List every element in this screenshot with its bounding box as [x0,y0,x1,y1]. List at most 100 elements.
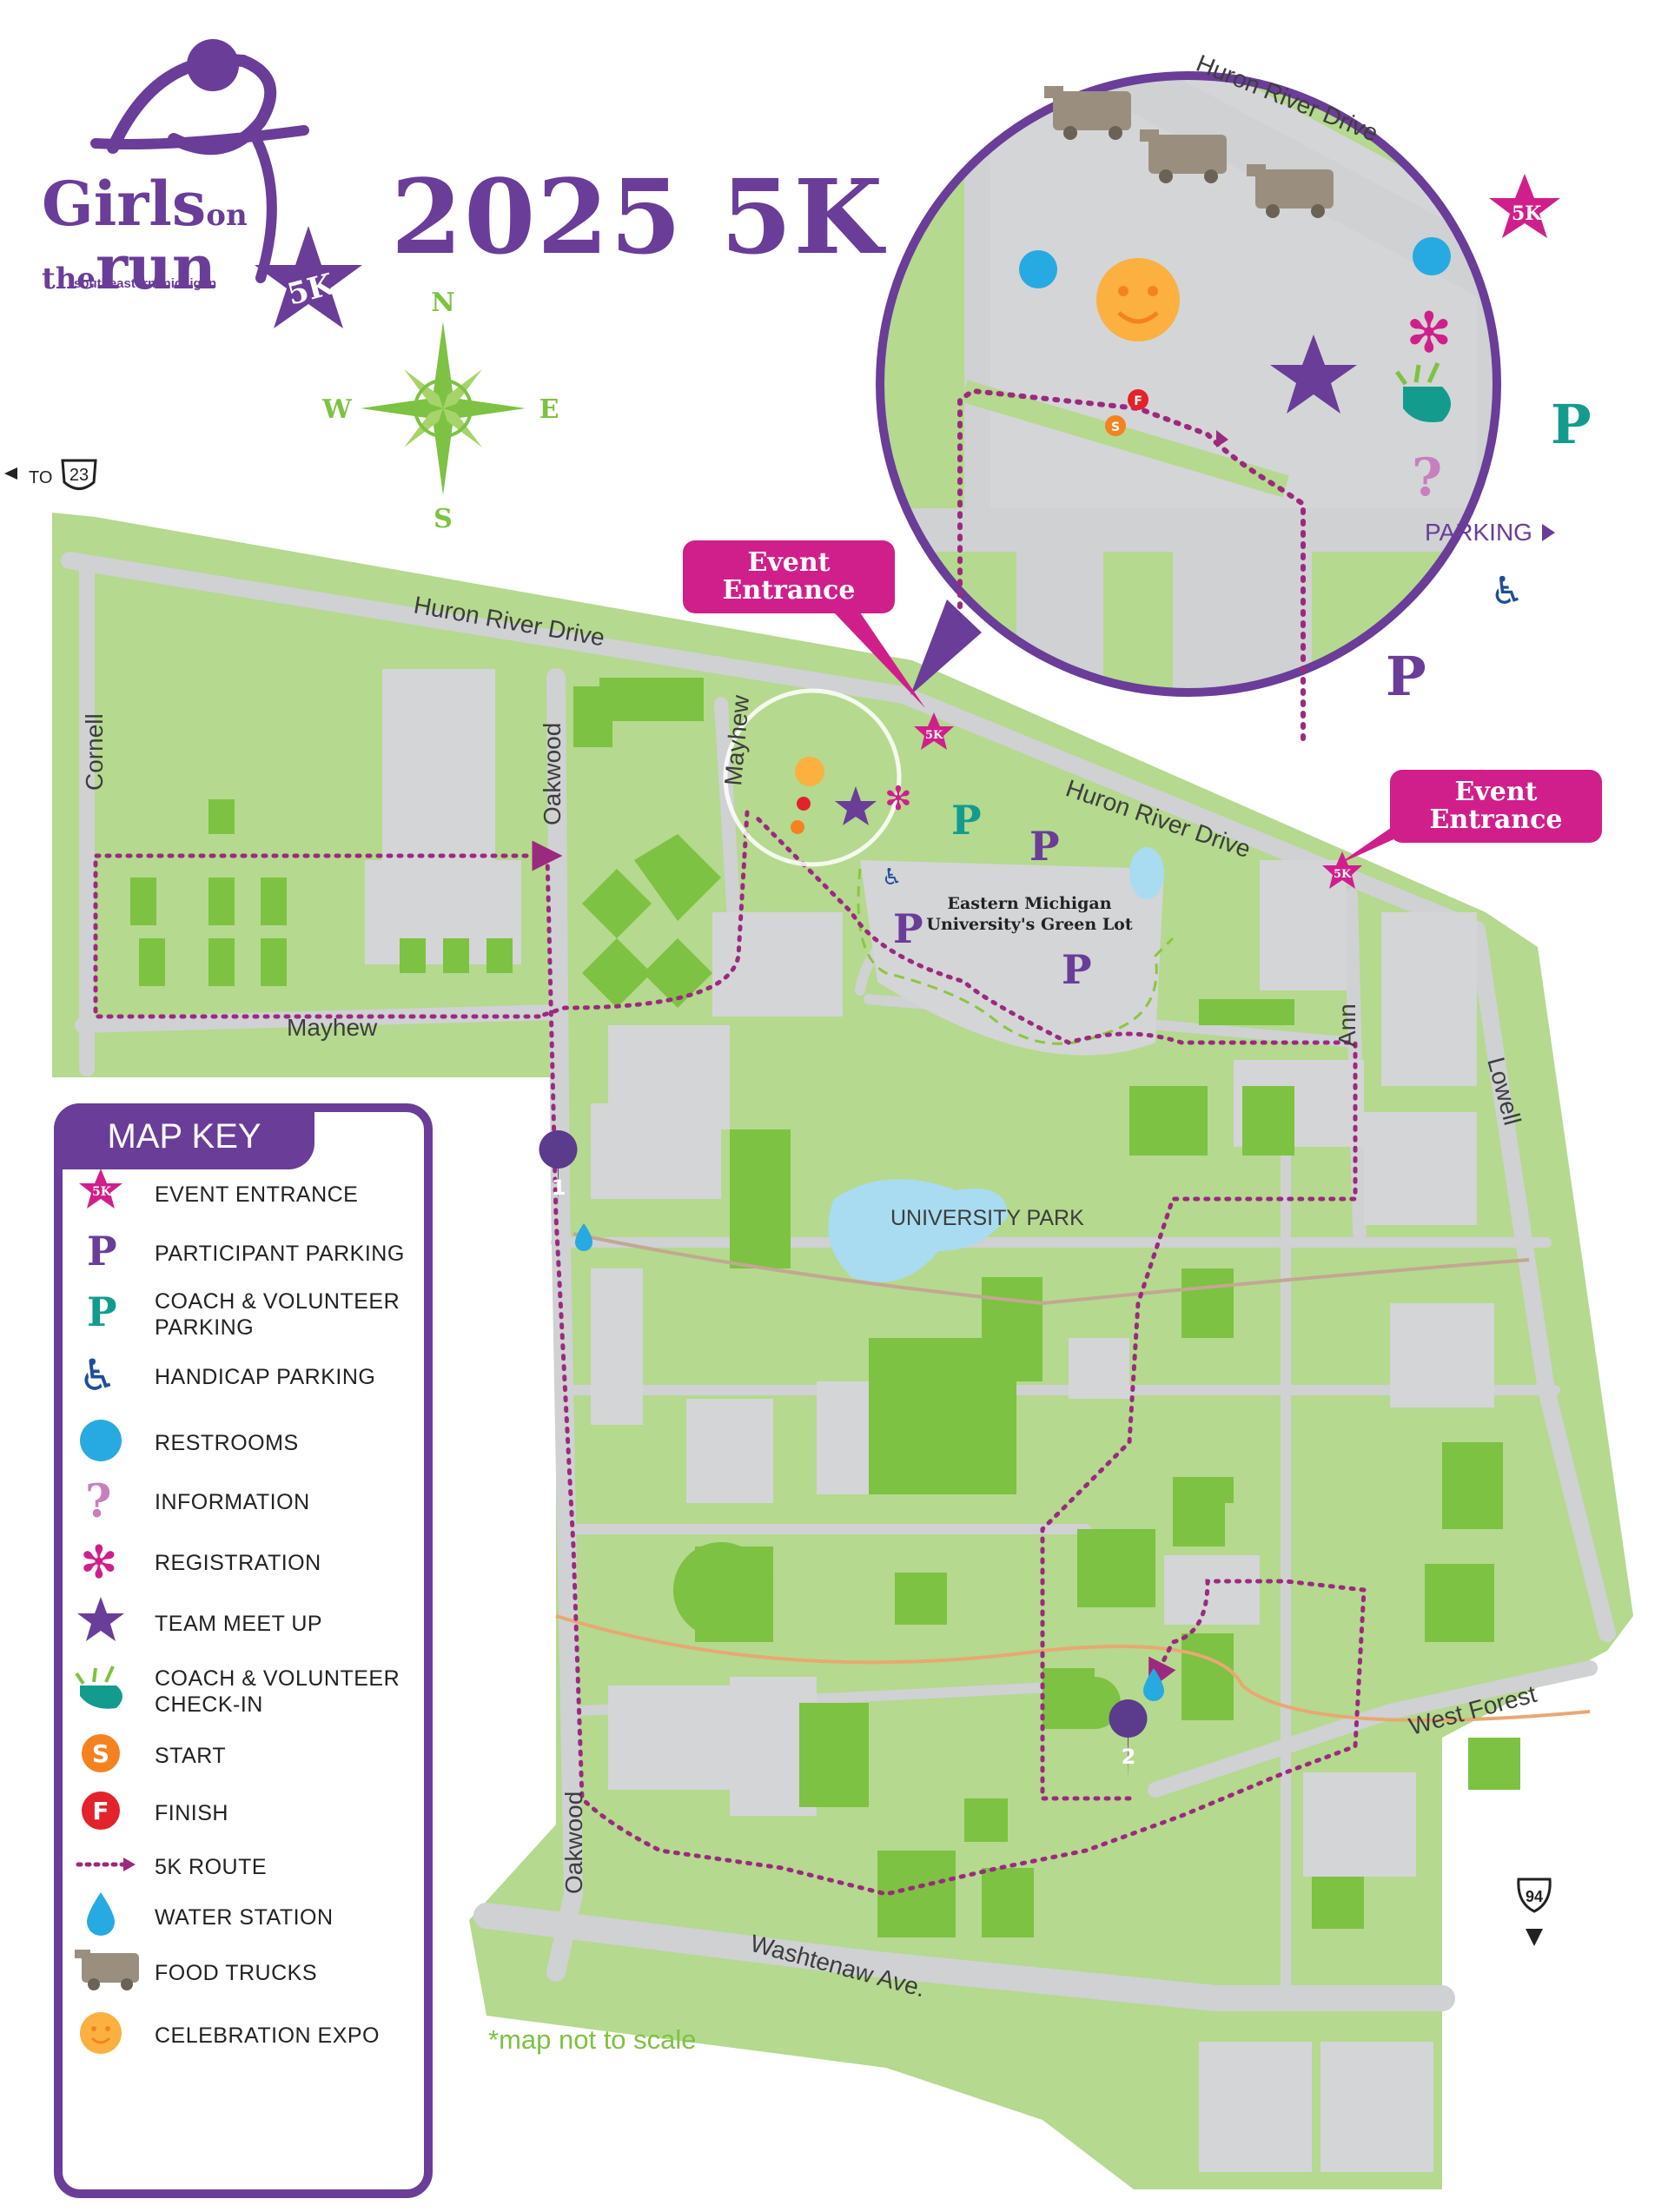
inset-highlight-ring [723,688,902,867]
svg-text:✻: ✻ [80,1537,118,1585]
participant-parking-icon: P [75,1223,144,1284]
callout-pointer-1 [834,613,925,708]
svg-text:?: ? [85,1475,111,1524]
svg-text:23: 23 [70,466,89,485]
5k-route [93,810,1367,1897]
washtenaw-road [473,1903,1455,2011]
celebration-expo-icon [75,2005,144,2066]
map-key-item: FOOD TRUCKS [63,1943,424,2003]
street-oakwood-north: Oakwood [539,723,566,825]
svg-text:P: P [87,1288,117,1335]
trail-2 [555,1614,1591,1722]
inset-registration: ✻ [1406,301,1453,366]
inset-finish [1128,389,1148,410]
water-station-pin-1: 1 [539,1130,592,1251]
finish-icon: F [75,1783,144,1844]
event-entrance-icon: 5K [75,1164,144,1225]
map-key-item: F FINISH [63,1783,424,1844]
inset-whistle [1394,361,1451,422]
inset-team-meet-up [1270,334,1357,414]
svg-text:N: N [431,288,454,318]
map-key-item: 5K ROUTE [63,1837,424,1897]
map-key-item: ✻ REGISTRATION [63,1533,424,1593]
svg-text:♿: ♿ [78,1350,117,1399]
coach-volunteer-parking-icon: P [75,1284,144,1345]
svg-text:5K: 5K [1512,202,1542,225]
street-mayhew-west: Mayhew [287,1014,378,1041]
map-key-label: 5K ROUTE [155,1855,268,1879]
logo-graphic: 5K [90,39,362,328]
team-meet-up-icon [75,1593,144,1654]
buildings [130,678,1520,1937]
map-key-item: CELEBRATION EXPO [63,2005,424,2066]
handicap-parking-icon: ♿ [75,1347,144,1407]
inset-parking-arrow [1542,524,1555,541]
inset-entrance-star: 5K [1489,174,1560,238]
inset-restroom-2 [1413,237,1451,275]
svg-text:2: 2 [1122,1745,1136,1769]
svg-text:S: S [1111,421,1120,434]
start-icon: S [75,1725,144,1786]
map-key-item: S START [63,1725,424,1786]
page-title: 2025 5K [391,156,885,277]
participant-parking-map-p-1: P [1029,823,1060,870]
logo-on: on [206,198,248,233]
university-park-label: UNIVERSITY PARK [890,1206,1084,1230]
logo-run: run [96,231,216,303]
map-key-label: START [155,1744,227,1768]
svg-text:1: 1 [552,1176,566,1200]
inset-route-arrow-1 [1216,430,1228,447]
compass-rose: N S W E [321,288,559,534]
map-key-label: WATER STATION [155,1905,334,1930]
map-key-label: INFORMATION [155,1490,310,1514]
celebration-expo-map-icon [795,757,824,786]
svg-text:E: E [539,394,559,425]
map-key-label: PARTICIPANT PARKING [155,1242,405,1266]
map-key-label: REGISTRATION [155,1551,321,1575]
information-icon: ? [75,1472,144,1533]
registration-icon: ✻ [75,1533,144,1593]
participant-parking-map-p-2: P [893,905,923,952]
huron-river-drive-road [61,552,1486,938]
inset-celebration-expo [1096,258,1180,341]
svg-text:F: F [92,1797,109,1825]
i-94-sign: 94 [1517,1878,1552,1946]
inset-handicap: ♿ [1490,569,1524,613]
inset-map: ✻ ? P P ♿ PARKING F S Huron River Drive … [876,50,1592,741]
team-meet-up-map-icon [835,786,877,825]
parking-markers: P P P P [893,797,1092,993]
handicap-map-icon: ♿ [882,864,902,891]
entrance-star-1: 5K [914,712,954,750]
scale-note: *map not to scale [488,2024,697,2055]
map-key-label: FINISH [155,1801,228,1825]
restrooms-icon [75,1413,144,1474]
svg-text:S: S [92,1739,109,1768]
map-key-item: ? INFORMATION [63,1472,424,1533]
inset-food-trucks [1044,86,1334,218]
trail-1 [573,1232,1530,1306]
entrance-star-2: 5K [1322,851,1362,889]
map-key-item: P PARTICIPANT PARKING [63,1223,424,1284]
map-key-item: WATER STATION [63,1887,424,1948]
svg-text:5K: 5K [925,729,943,742]
university-park-pond [828,1179,1008,1282]
svg-text:F: F [1134,394,1142,408]
inset-start [1105,415,1126,436]
map-key-heading: MAP KEY [54,1103,314,1169]
start-finish-marker [791,797,811,834]
green-lot-outline [857,868,1175,1045]
inset-restroom-1 [1019,250,1057,288]
map-key-item: ♿HANDICAP PARKING [63,1347,424,1407]
svg-text:94: 94 [1526,1888,1543,1905]
map-key-label: RESTROOMS [155,1431,299,1455]
small-pond [1129,847,1164,899]
to-23-sign: TO 23 [4,459,97,490]
